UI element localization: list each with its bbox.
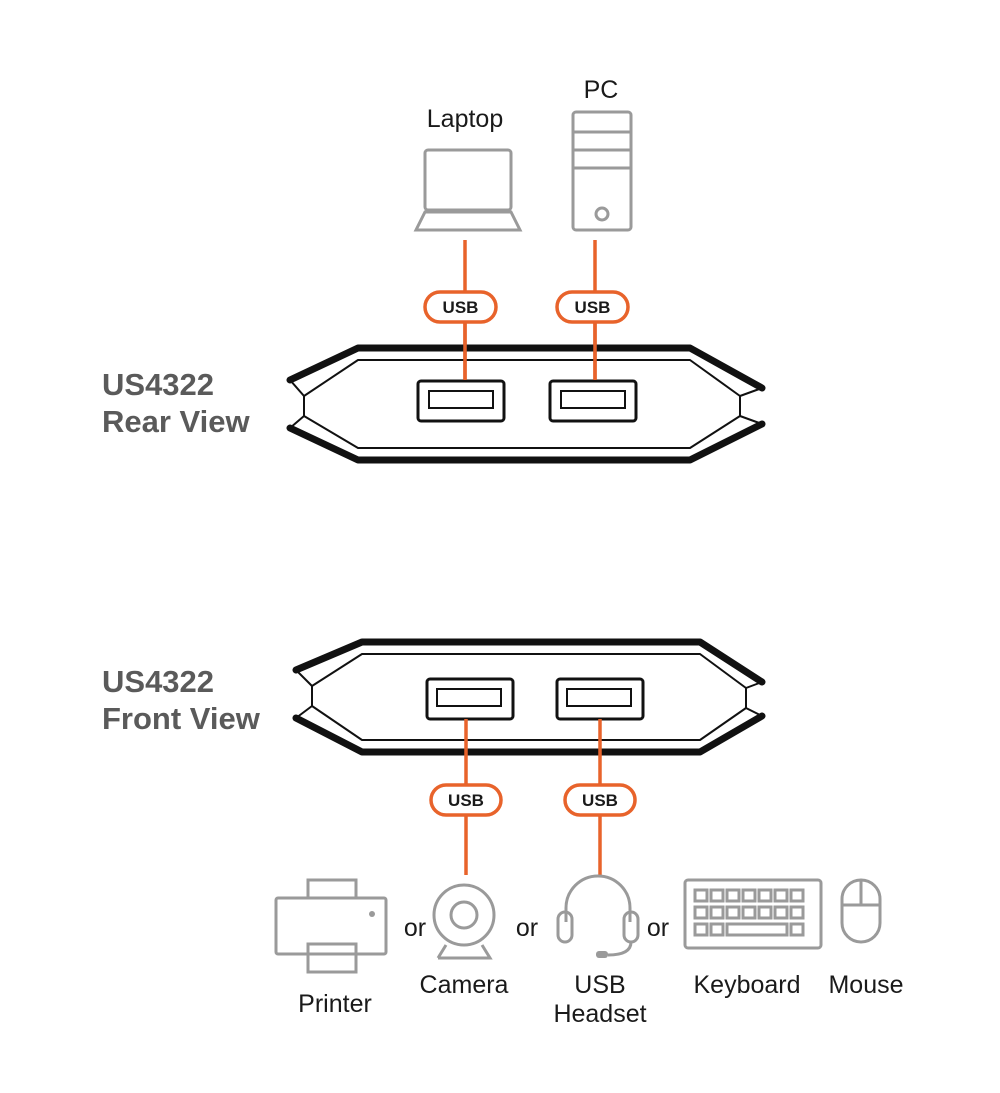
badge-label: USB	[575, 298, 611, 317]
front-usb-badge-left: USB	[429, 783, 503, 817]
front-title-model: US4322	[102, 664, 214, 699]
badge-label: USB	[448, 791, 484, 810]
rear-usb-badge-pc: USB	[555, 290, 630, 324]
keyboard-icon	[683, 878, 823, 950]
keyboard-label: Keyboard	[693, 971, 800, 999]
or-separator-2: or	[516, 914, 538, 942]
front-usb-badge-right: USB	[563, 783, 637, 817]
camera-icon	[432, 883, 496, 960]
or-separator-1: or	[404, 914, 426, 942]
rear-title-model: US4322	[102, 367, 214, 402]
mouse-label: Mouse	[828, 971, 903, 999]
or-separator-3: or	[647, 914, 669, 942]
pc-icon	[571, 110, 633, 232]
rear-usb-port-2	[548, 379, 638, 423]
rear-usb-port-1	[416, 379, 506, 423]
rear-usb-badge-laptop: USB	[423, 290, 498, 324]
headset-icon	[556, 874, 640, 958]
front-usb-port-1	[425, 677, 515, 721]
front-usb-port-2	[555, 677, 645, 721]
rear-title-view: Rear View	[102, 404, 251, 439]
printer-icon	[274, 878, 388, 974]
printer-label: Printer	[298, 990, 372, 1018]
headset-label-line2: Headset	[553, 1000, 646, 1028]
rear-device-body	[286, 344, 766, 464]
laptop-label: Laptop	[427, 105, 503, 133]
badge-label: USB	[582, 791, 618, 810]
headset-label-line1: USB	[574, 971, 625, 999]
badge-label: USB	[443, 298, 479, 317]
front-device-body	[292, 638, 766, 756]
laptop-icon	[413, 148, 523, 232]
camera-label: Camera	[420, 971, 509, 999]
mouse-icon	[840, 878, 882, 944]
front-title-view: Front View	[102, 701, 261, 736]
pc-label: PC	[584, 76, 619, 104]
